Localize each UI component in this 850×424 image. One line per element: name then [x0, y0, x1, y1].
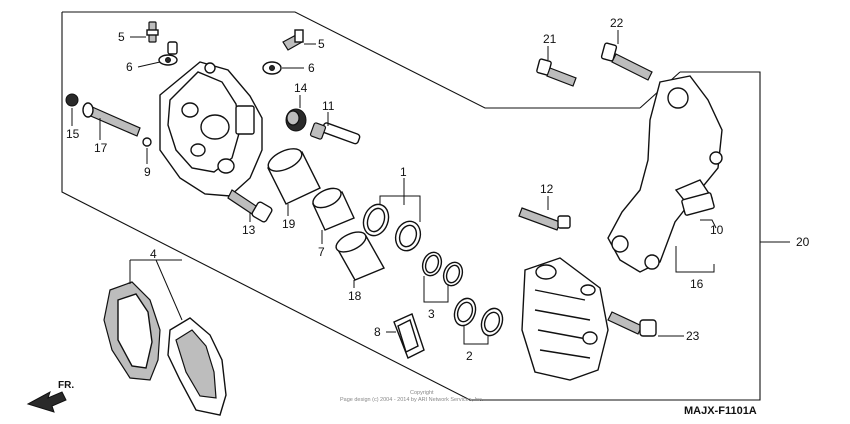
caliper-bracket	[607, 75, 723, 273]
callout-20: 20	[796, 235, 810, 249]
caliper-outer-half	[521, 257, 609, 381]
callout-8: 8	[374, 325, 381, 339]
callout-3: 3	[428, 307, 435, 321]
bleeder-screw-right	[262, 29, 304, 75]
front-direction-arrow: FR.	[26, 380, 74, 413]
callout-14: 14	[294, 81, 308, 95]
callout-12: 12	[540, 182, 554, 196]
leader-lines	[71, 30, 717, 345]
pin-bolt	[65, 93, 152, 147]
callout-23: 23	[686, 329, 700, 343]
caliper-bolt	[227, 189, 273, 223]
callout-9: 9	[144, 165, 151, 179]
callout-2: 2	[466, 349, 473, 363]
callout-1: 1	[400, 165, 407, 179]
callout-labels: 5 6 5 6 15 17 9 14 11 1 13 19 7 18 3 2 8…	[66, 16, 810, 363]
callout-21: 21	[543, 32, 557, 46]
callout-17: 17	[94, 141, 108, 155]
callout-19: 19	[282, 217, 296, 231]
callout-22: 22	[610, 16, 624, 30]
callout-5-right: 5	[318, 37, 325, 51]
pad-spring	[393, 313, 425, 359]
grommet-and-pin	[285, 108, 361, 145]
callout-13: 13	[242, 223, 256, 237]
mounting-bolts	[518, 42, 657, 337]
callout-15: 15	[66, 127, 80, 141]
callout-4: 4	[150, 247, 157, 261]
callout-10: 10	[710, 223, 724, 237]
copyright-top: Copyright	[410, 390, 434, 396]
callout-6-left: 6	[126, 60, 133, 74]
brake-pads	[103, 281, 227, 416]
callout-6-right: 6	[308, 61, 315, 75]
diagram-code: MAJX-F1101A	[684, 405, 757, 417]
caliper-body	[159, 61, 263, 197]
callout-11: 11	[322, 99, 335, 113]
seal-rings	[362, 203, 504, 337]
bleeder-screw-left	[146, 21, 178, 66]
copyright-notice: Page design (c) 2004 - 2014 by ARI Netwo…	[340, 397, 484, 403]
callout-16: 16	[690, 277, 704, 291]
front-direction-label: FR.	[58, 380, 74, 391]
callout-7: 7	[318, 245, 325, 259]
callout-5-left: 5	[118, 30, 125, 44]
callout-18: 18	[348, 289, 362, 303]
pistons	[267, 148, 385, 281]
